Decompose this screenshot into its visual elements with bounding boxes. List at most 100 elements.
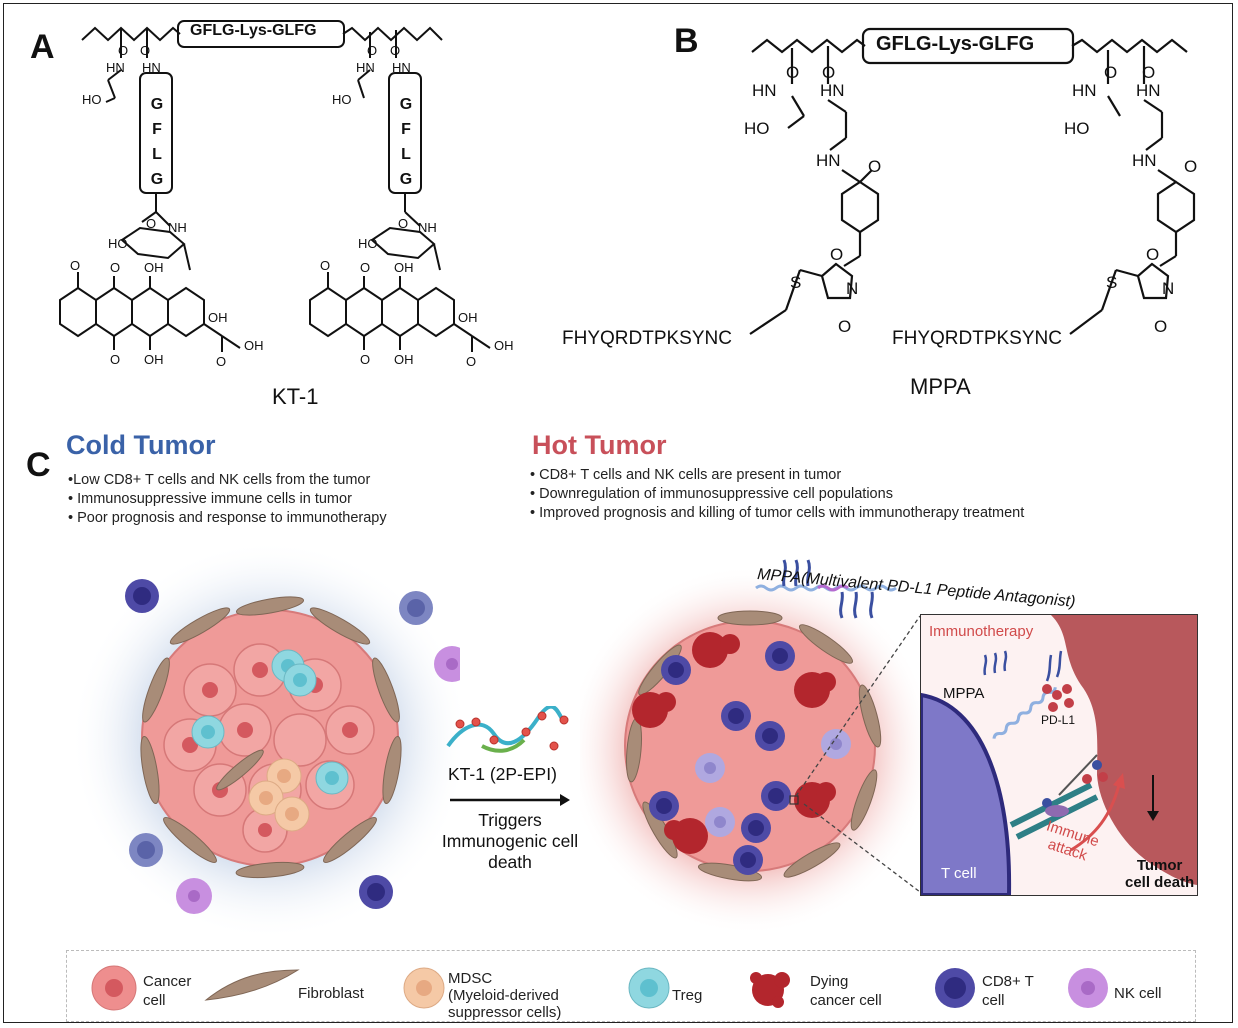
inset-artwork <box>921 615 1197 895</box>
legend-text: MDSC <box>448 970 493 987</box>
svg-text:O: O <box>786 63 799 82</box>
figure-frame <box>3 3 1233 1023</box>
hot-bullet: • Improved prognosis and killing of tumo… <box>530 505 1025 521</box>
kt1-drug-label: KT-1 (2P-EPI) <box>448 764 557 784</box>
svg-text:O: O <box>110 352 120 367</box>
legend-dying-icon <box>750 972 790 1008</box>
hot-tumor-title: Hot Tumor <box>532 430 667 460</box>
svg-text:HO: HO <box>1064 119 1090 138</box>
svg-text:OH: OH <box>394 352 414 367</box>
effect-line: death <box>488 852 532 872</box>
svg-text:HN: HN <box>392 60 411 75</box>
kt1-linker-right: G F L G <box>397 92 415 192</box>
svg-text:OH: OH <box>394 260 414 275</box>
svg-text:O: O <box>70 258 80 273</box>
svg-text:HO: HO <box>82 92 102 107</box>
svg-text:OH: OH <box>244 338 264 353</box>
svg-text:O: O <box>320 258 330 273</box>
death-line: cell death <box>1125 874 1195 891</box>
linker-letter: L <box>401 146 411 163</box>
svg-text:HN: HN <box>1136 81 1161 100</box>
svg-text:HN: HN <box>106 60 125 75</box>
dying-cells-hot <box>632 632 836 854</box>
kt1-polymer-icon <box>446 706 570 806</box>
mppa-backbone-label: GFLG-Lys-GLFG <box>876 33 1035 55</box>
svg-text:HN: HN <box>142 60 161 75</box>
tumor-tissue <box>1051 615 1197 885</box>
legend-cd8-label: CD8+ T cell <box>982 972 1034 1010</box>
legend-text: CD8+ T <box>982 973 1034 990</box>
linker-letter: L <box>152 146 162 163</box>
fibroblasts-cold <box>140 596 402 879</box>
svg-text:OH: OH <box>458 310 478 325</box>
linker-letter: F <box>401 121 411 138</box>
hot-bullet: • CD8+ T cells and NK cells are present … <box>530 467 842 483</box>
legend-text: Dying <box>810 973 849 990</box>
legend-nk-icon <box>1068 968 1108 1008</box>
effect-line: Immunogenic cell <box>441 831 579 851</box>
cold-bullet: • Immunosuppressive immune cells in tumo… <box>68 491 352 507</box>
legend-fibroblast-icon <box>204 969 300 1001</box>
svg-text:HO: HO <box>332 92 352 107</box>
svg-text:HN: HN <box>820 81 845 100</box>
svg-text:O: O <box>822 63 835 82</box>
cold-bullet: • Poor prognosis and response to immunot… <box>68 510 387 526</box>
inset-title: Immunotherapy <box>929 623 1034 640</box>
inset-pdl1-label: PD-L1 <box>1041 713 1076 727</box>
svg-text:O: O <box>360 260 370 275</box>
svg-text:O: O <box>1104 63 1117 82</box>
legend-mdsc-label: MDSC (Myeloid-derived suppressor cells) <box>448 970 561 1021</box>
legend-cancer-icon <box>91 965 137 1011</box>
svg-text:N: N <box>846 279 858 298</box>
legend-text: (Myeloid-derived <box>448 987 559 1004</box>
svg-text:OH: OH <box>208 310 228 325</box>
svg-text:HO: HO <box>744 119 770 138</box>
svg-text:HN: HN <box>1072 81 1097 100</box>
svg-text:O: O <box>398 216 408 231</box>
legend-treg-icon <box>628 967 670 1009</box>
legend-text: NK cell <box>1114 985 1162 1002</box>
legend-text: suppressor cells) <box>448 1004 562 1021</box>
kt1-backbone-label: GFLG-Lys-GLFG <box>190 22 317 39</box>
svg-text:HO: HO <box>108 236 128 251</box>
effect-line: Triggers <box>478 810 542 830</box>
kt1-effect-label: Triggers Immunogenic cell death <box>420 810 600 873</box>
svg-text:O: O <box>118 43 128 58</box>
svg-text:HO: HO <box>358 236 378 251</box>
svg-text:O: O <box>838 317 851 336</box>
inset-death-label: Tumor cell death <box>1125 857 1194 891</box>
legend-dying-label: Dying cancer cell <box>810 972 882 1010</box>
treg-cells-cold <box>191 649 349 795</box>
svg-text:NH: NH <box>168 220 187 235</box>
linker-letter: G <box>150 96 164 113</box>
kt1-linker-left: G F L G <box>148 92 166 192</box>
svg-text:N: N <box>1162 279 1174 298</box>
legend-treg-label: Treg <box>672 986 702 1005</box>
svg-text:O: O <box>146 216 156 231</box>
mdsc-cells-cold <box>248 758 310 832</box>
linker-letter: G <box>399 96 413 113</box>
cold-tumor-illustration <box>70 540 460 940</box>
svg-text:HN: HN <box>1132 151 1157 170</box>
svg-text:S: S <box>790 273 801 292</box>
legend-text: cell <box>982 992 1005 1009</box>
svg-text:O: O <box>868 157 881 176</box>
svg-text:O: O <box>1146 245 1159 264</box>
mppa-peptide-left: FHYQRDTPKSYNC <box>562 328 732 349</box>
cd8-cells-hot <box>649 641 795 875</box>
svg-text:O: O <box>390 43 400 58</box>
svg-text:O: O <box>466 354 476 369</box>
hot-bullet: • Downregulation of immunosuppressive ce… <box>530 486 893 502</box>
svg-text:OH: OH <box>144 352 164 367</box>
legend-text: cancer cell <box>810 992 882 1009</box>
linker-letter: G <box>399 171 413 188</box>
legend-icons <box>91 965 1108 1011</box>
outside-cells-cold <box>125 579 460 914</box>
inset-mppa-label: MPPA <box>943 685 985 702</box>
panel-label-a: A <box>30 28 55 66</box>
panel-label-b: B <box>674 22 699 60</box>
svg-text:O: O <box>830 245 843 264</box>
